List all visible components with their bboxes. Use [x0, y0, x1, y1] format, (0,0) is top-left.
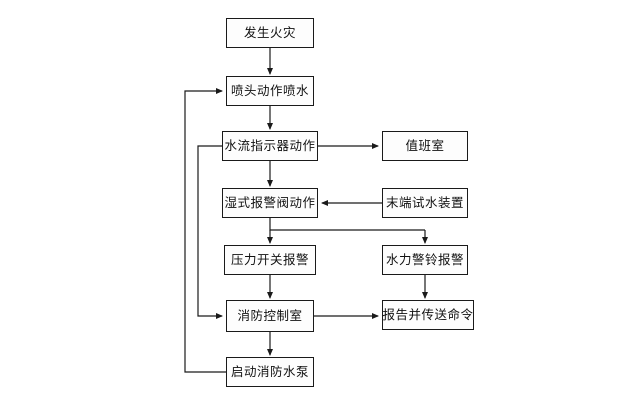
node-duty-room[interactable]: 值班室	[382, 131, 468, 161]
node-wet-alarm-valve[interactable]: 湿式报警阀动作	[222, 188, 318, 218]
node-report-and-transmit-command[interactable]: 报告并传送命令	[382, 300, 474, 330]
node-water-flow-indicator[interactable]: 水流指示器动作	[222, 131, 318, 161]
node-fire-occurs[interactable]: 发生火灾	[226, 18, 314, 48]
node-start-fire-pump[interactable]: 启动消防水泵	[226, 357, 314, 387]
edge-feedback-flow-to-control	[197, 145, 223, 319]
node-sprinkler-activates[interactable]: 喷头动作喷水	[226, 76, 314, 106]
node-hydraulic-bell-alarm[interactable]: 水力警铃报警	[382, 245, 468, 275]
node-fire-control-room[interactable]: 消防控制室	[226, 300, 314, 332]
node-pressure-switch-alarm[interactable]: 压力开关报警	[224, 245, 316, 275]
node-end-test-water-device[interactable]: 末端试水装置	[382, 188, 468, 218]
edge-feedback-pump-to-sprinkler	[184, 88, 226, 373]
edge-wetvalve-split-bus	[269, 218, 425, 231]
